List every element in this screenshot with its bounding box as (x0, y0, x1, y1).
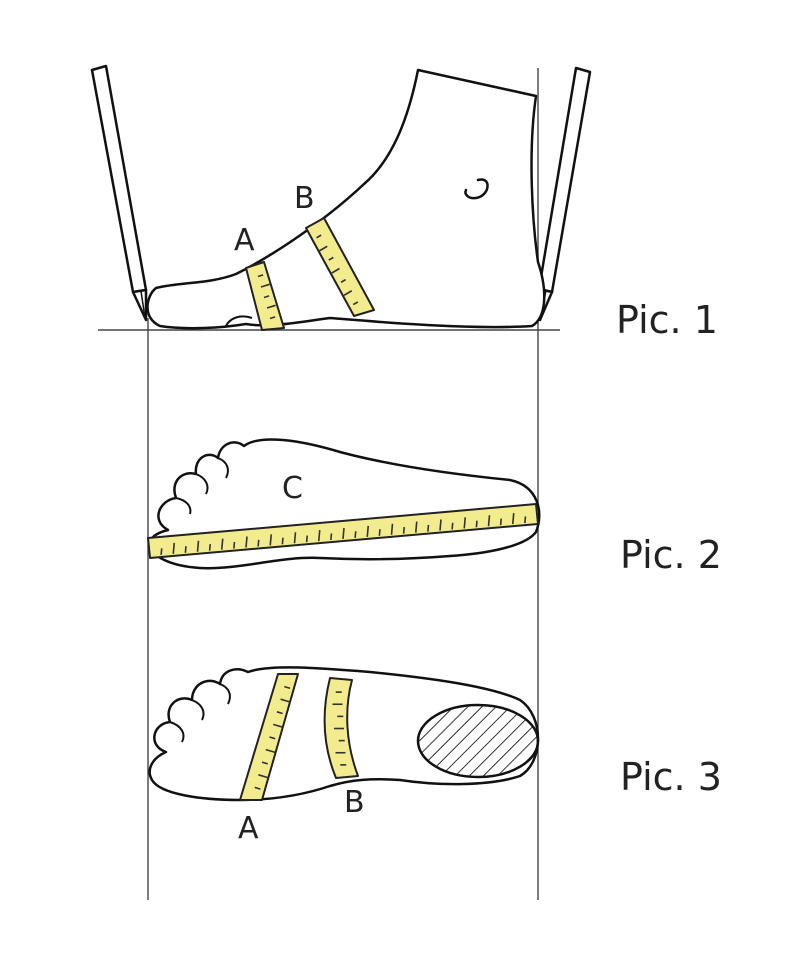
label-pic-1: Pic. 1 (616, 298, 718, 342)
tape-tick (260, 283, 270, 288)
label-pic-2: Pic. 2 (620, 533, 722, 577)
tape-tick (342, 527, 345, 540)
tape-tick (463, 517, 467, 529)
tape-tick (330, 533, 333, 541)
tape-tick (451, 522, 454, 530)
marker-B-sole: B (344, 785, 365, 820)
tape-tick (160, 548, 163, 556)
tape-B-side (305, 217, 375, 317)
heel-hatched-area (416, 703, 540, 779)
tape-tick (245, 536, 248, 548)
tape-tick (487, 515, 491, 527)
tape-tick (331, 267, 340, 274)
marker-A-side: A (234, 223, 255, 258)
tape-tick (352, 301, 359, 306)
tape-tick (281, 537, 284, 545)
tape-tick (196, 540, 200, 552)
sole-length-view: C (147, 438, 541, 570)
label-pic-3: Pic. 3 (620, 755, 722, 799)
tape-A-side (245, 261, 285, 331)
tape-tick (272, 723, 283, 728)
tape-tick (317, 530, 321, 542)
tape-tick (340, 278, 347, 284)
tape-tick (316, 234, 322, 239)
tape-tick (261, 761, 269, 765)
tape-tick (269, 534, 273, 546)
tape-tick (427, 524, 430, 532)
tape-tick (378, 529, 381, 536)
tape-tick (293, 532, 297, 544)
marker-A-sole: A (238, 811, 259, 846)
tape-tick (220, 538, 224, 550)
tape-tick (284, 685, 291, 690)
tape-tick (354, 531, 357, 539)
tape-tick (184, 546, 187, 553)
tape-tick (257, 539, 260, 547)
tape-A-sole (239, 673, 299, 801)
tape-tick (263, 295, 270, 299)
tape-tick (208, 544, 212, 551)
marker-C: C (282, 471, 303, 506)
tape-tick (414, 521, 418, 533)
ankle-bone-icon (464, 178, 489, 200)
sole-width-view: A B (148, 666, 540, 846)
tape-tick (439, 519, 442, 531)
tape-tick (343, 290, 353, 296)
tape-tick (390, 523, 394, 535)
tape-tick (366, 525, 370, 537)
tape-tick (276, 711, 283, 715)
marker-B-side: B (294, 181, 315, 216)
tape-tick (233, 541, 236, 549)
tape-tick (524, 516, 527, 524)
left-pencil-icon (90, 64, 148, 322)
tape-tick (172, 542, 176, 554)
tape-tick (269, 316, 276, 320)
tape-tick (269, 736, 276, 740)
tape-tick (402, 527, 406, 534)
tape-tick (254, 786, 261, 790)
tape-tick (280, 698, 291, 703)
tape-tick (257, 274, 264, 278)
side-view-foot: A B (90, 64, 592, 331)
tape-tick (499, 518, 503, 526)
tape-tick (319, 245, 328, 252)
tape-tick (475, 520, 478, 528)
tape-tick (265, 748, 276, 754)
right-pencil-icon (537, 66, 592, 322)
tape-tick (258, 774, 269, 779)
tape-tick (305, 535, 309, 543)
tape-tick (328, 256, 334, 261)
tape-tick (511, 513, 515, 525)
tape-tick (266, 304, 276, 309)
